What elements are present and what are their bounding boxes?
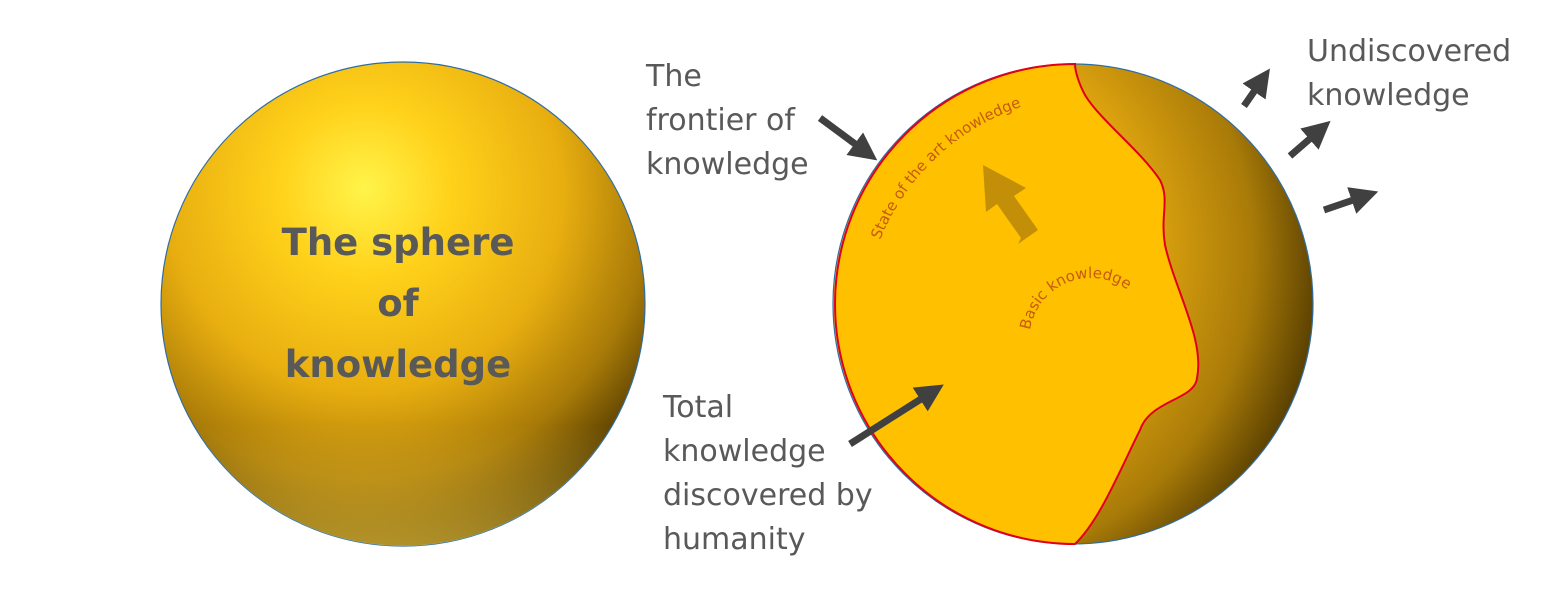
sphere-title-line: of (377, 282, 419, 325)
total-knowledge-label-line: discovered by (663, 478, 873, 513)
annotation-arrows (817, 68, 1379, 447)
right-sphere: State of the art knowledge Basic knowled… (832, 62, 1314, 546)
left-sphere (160, 61, 646, 547)
sphere-title: The sphere of knowledge (218, 212, 578, 395)
total-knowledge-label-line: humanity (663, 522, 806, 557)
undiscovered-label-line: Undiscovered (1307, 34, 1512, 69)
undiscovered-arrow-3-icon (1322, 187, 1379, 214)
undiscovered-knowledge-label: Undiscovered knowledge (1307, 30, 1511, 118)
frontier-label: The frontier of knowledge (646, 55, 809, 187)
total-knowledge-arrow-icon (848, 384, 944, 447)
undiscovered-arrow-2-icon (1287, 120, 1331, 159)
total-knowledge-label-line: knowledge (663, 434, 826, 469)
total-knowledge-label-line: Total (663, 390, 734, 425)
growth-arrow-icon (983, 165, 1038, 244)
total-knowledge-label: Total knowledge discovered by humanity (663, 386, 873, 562)
frontier-label-line: The (646, 59, 702, 94)
discovered-knowledge-region (834, 62, 1200, 546)
undiscovered-label-line: knowledge (1307, 78, 1470, 113)
sphere-title-line: The sphere (281, 221, 515, 264)
frontier-label-line: knowledge (646, 147, 809, 182)
sphere-title-line: knowledge (284, 343, 512, 386)
frontier-label-line: frontier of (646, 103, 795, 138)
frontier-arrow-icon (817, 115, 878, 161)
undiscovered-arrow-1-icon (1241, 68, 1270, 108)
